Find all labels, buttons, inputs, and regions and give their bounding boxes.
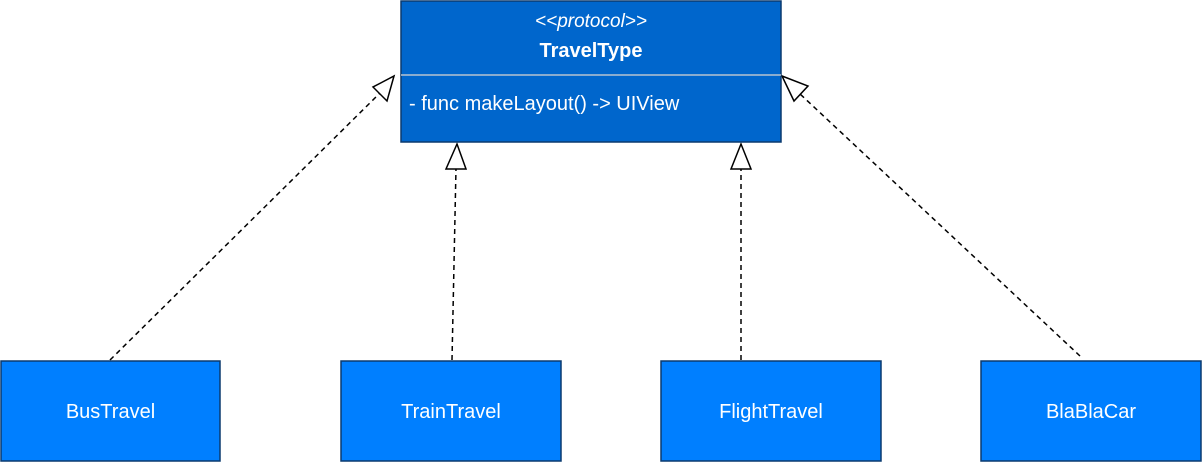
class-traintravel[interactable]: TrainTravel	[340, 360, 562, 462]
class-flighttravel[interactable]: FlightTravel	[660, 360, 882, 462]
realization-arrowhead-icon	[444, 141, 468, 170]
class-box	[340, 360, 562, 462]
protocol-method: - func makeLayout() -> UIView	[409, 93, 680, 115]
realization-edges	[109, 74, 1081, 361]
protocol-box-body	[400, 0, 782, 143]
class-bustravel[interactable]: BusTravel	[0, 360, 221, 462]
class-box	[980, 360, 1202, 462]
class-name: TrainTravel	[401, 401, 501, 423]
class-blablacar[interactable]: BlaBlaCar	[980, 360, 1202, 462]
protocol-name: TravelType	[539, 40, 642, 62]
class-name: FlightTravel	[719, 401, 823, 423]
edge-traintravel-to-traveltype	[451, 167, 457, 361]
edge-bustravel-to-traveltype	[109, 91, 382, 361]
protocol-traveltype[interactable]: <<protocol>> TravelType - func makeLayou…	[400, 0, 782, 143]
realization-arrowhead-icon	[371, 74, 396, 103]
class-name: BlaBlaCar	[1046, 401, 1136, 423]
class-name: BusTravel	[66, 401, 155, 423]
class-box	[0, 360, 221, 462]
class-box	[660, 360, 882, 462]
realization-arrowhead-icon	[729, 141, 753, 170]
protocol-stereotype: <<protocol>>	[535, 11, 647, 32]
realization-arrowhead-icon	[780, 74, 810, 103]
edge-blablacar-to-traveltype	[798, 92, 1081, 357]
